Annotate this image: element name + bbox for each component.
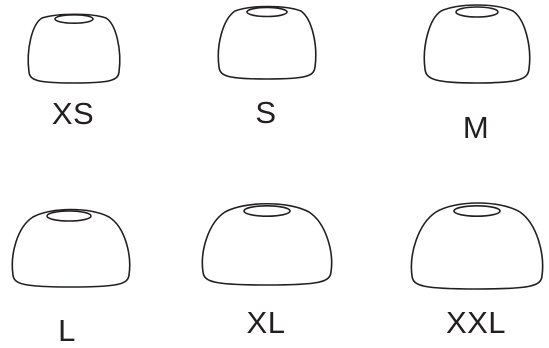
ear-tip-icon — [27, 13, 121, 84]
size-label-xxl: XXL — [445, 305, 507, 340]
ear-tip-icon — [11, 208, 131, 288]
ear-tip-s — [217, 5, 317, 80]
ear-tip-m — [423, 3, 531, 84]
ear-tip-l — [11, 205, 131, 288]
ear-tip-xl — [201, 200, 333, 286]
ear-tip-xxl — [410, 200, 544, 290]
ear-tip-icon — [423, 4, 531, 84]
size-label-m: M — [462, 110, 490, 145]
size-label-xl: XL — [246, 305, 286, 340]
size-label-xs: XS — [51, 96, 95, 131]
ear-tip-icon — [217, 5, 317, 80]
ear-tip-icon — [201, 202, 333, 286]
ear-tip-icon — [410, 202, 544, 290]
ear-tip-xs — [26, 12, 122, 84]
size-label-l: L — [58, 313, 76, 348]
size-label-s: S — [255, 95, 277, 130]
